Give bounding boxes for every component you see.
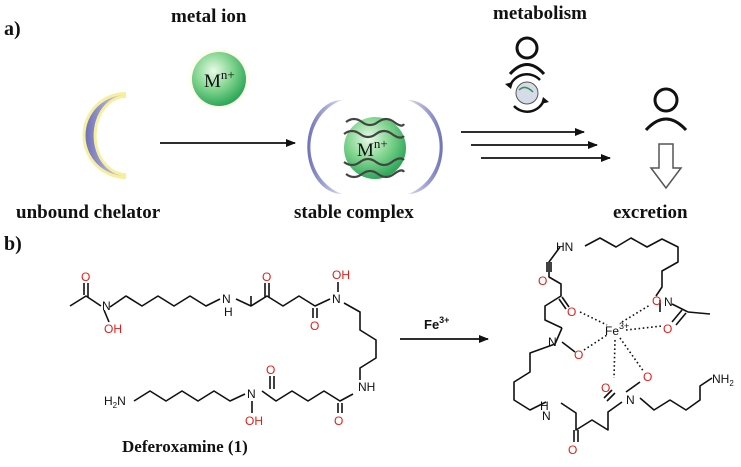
metal-symbol: M	[204, 71, 221, 92]
excretion-label: excretion	[613, 202, 688, 223]
atom-n: N	[542, 409, 551, 423]
panel-a-label: a)	[4, 18, 21, 40]
unbound-chelator-label: unbound chelator	[16, 202, 161, 223]
atom-o: O	[574, 348, 583, 362]
atom-o: O	[334, 414, 343, 428]
atom-h2n: H2N	[104, 394, 126, 410]
metal-charge: n+	[221, 67, 235, 82]
atom-o: O	[601, 381, 610, 395]
atom-o: O	[310, 319, 319, 333]
atom-o: O	[652, 294, 661, 308]
atom-n: N	[222, 292, 231, 306]
svg-text:Mn+: Mn+	[357, 136, 388, 161]
metal-ion-label: metal ion	[171, 6, 247, 27]
panel-b-label: b)	[4, 233, 22, 255]
atom-n: N	[247, 387, 256, 401]
atom-hn: HN	[556, 240, 573, 254]
fe-center: Fe3+	[605, 321, 629, 338]
atom-n: N	[626, 393, 635, 407]
atom-o: O	[567, 305, 576, 319]
atom-nh: NH	[358, 380, 375, 394]
atom-oh: OH	[104, 322, 122, 336]
atom-o: O	[81, 270, 90, 284]
ferrioxamine-complex-structure: HN O O N O Fe3+ O N O O O N H N O NH2	[513, 237, 734, 457]
metal-ion-sphere: Mn+	[186, 46, 252, 112]
atom-n: N	[332, 292, 341, 306]
atom-nh2: NH2	[712, 372, 734, 388]
svg-text:Mn+: Mn+	[204, 67, 235, 92]
metabolism-label: metabolism	[493, 3, 587, 24]
atom-h: H	[224, 305, 233, 319]
atom-h: H	[540, 399, 549, 413]
deferoxamine-structure: O N OH N H O O N OH NH H2N N OH O O	[69, 268, 377, 428]
atom-o: O	[266, 363, 275, 377]
stable-complex-label: stable complex	[294, 202, 414, 223]
atom-n: N	[664, 295, 673, 309]
metabolism-person-icon	[505, 36, 549, 113]
atom-o: O	[568, 443, 577, 457]
atom-oh: OH	[332, 268, 350, 282]
complex-metal-symbol: M	[357, 140, 374, 161]
atom-n: N	[548, 335, 557, 349]
atom-o: O	[538, 274, 547, 288]
complex-metal-charge: n+	[374, 136, 388, 151]
reagent-label: Fe3+	[424, 315, 449, 332]
excretion-person-icon	[644, 87, 688, 190]
unbound-chelator-crescent	[82, 92, 127, 179]
excretion-arrows	[461, 128, 611, 162]
atom-o: O	[663, 322, 672, 336]
compound-label: Deferoxamine (1)	[122, 437, 248, 456]
stable-complex: Mn+	[307, 100, 443, 194]
atom-o: O	[262, 270, 271, 284]
atom-n: N	[102, 299, 111, 313]
down-arrow-icon	[649, 143, 683, 190]
atom-oh: OH	[245, 414, 263, 428]
atom-o: O	[643, 370, 652, 384]
